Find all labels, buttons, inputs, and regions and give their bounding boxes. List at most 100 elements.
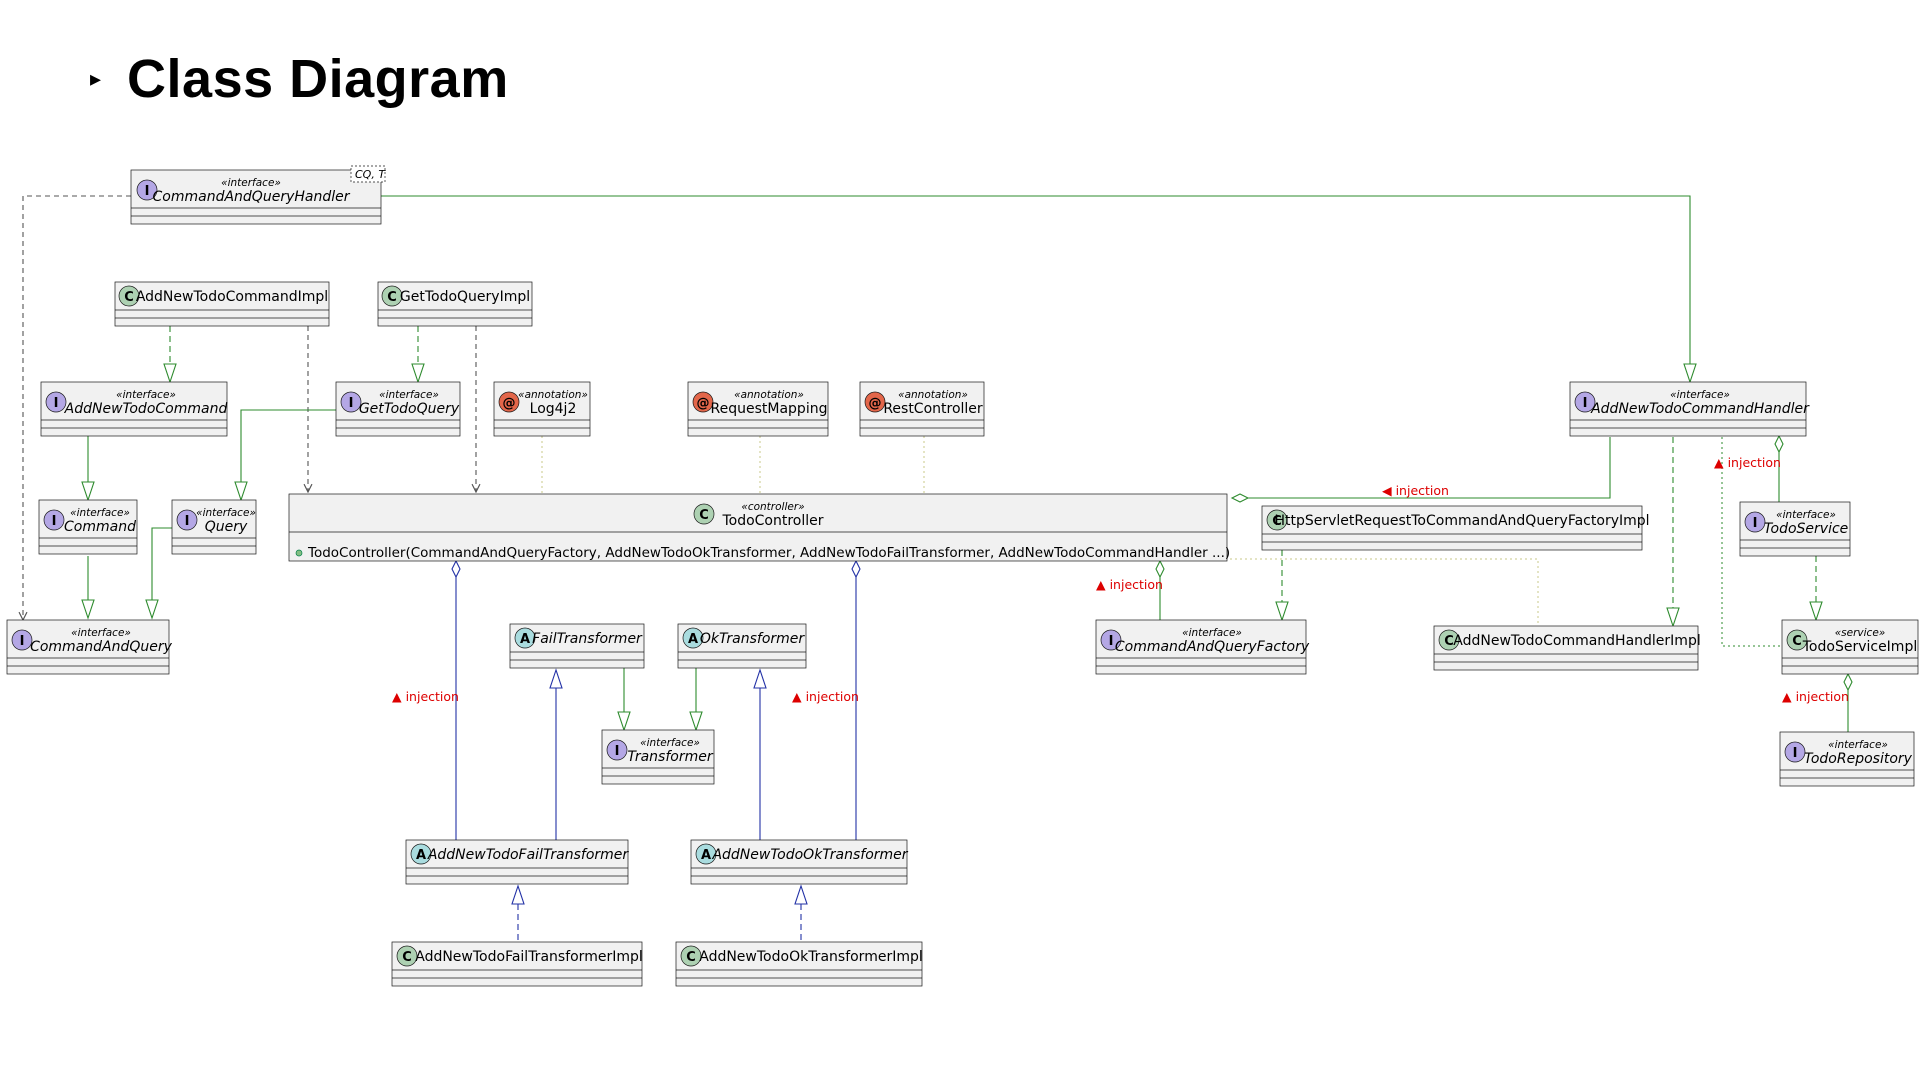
class-fail-transformer[interactable]: A FailTransformer [509, 623, 645, 669]
class-rest-controller[interactable]: @ «annotation» RestController [859, 381, 985, 437]
class-name: TodoService [1764, 521, 1849, 537]
page-title: Class Diagram [127, 49, 509, 109]
abstract-glyph: A [416, 848, 426, 863]
class-log4j2[interactable]: @ «annotation» Log4j2 [493, 381, 591, 437]
realization-arrowhead [1666, 607, 1680, 628]
class-command-and-query-handler[interactable]: I «interface» CommandAndQueryHandler CQ,… [130, 165, 386, 225]
generic-params-box [350, 165, 386, 183]
realization-arrowhead [1683, 363, 1697, 384]
aggregation-diamond [851, 559, 861, 579]
class-command-and-query[interactable]: I «interface» CommandAndQuery [6, 619, 173, 675]
relation-labels: ◀ injection ▲ injection ▲ injection ▲ in… [392, 455, 1849, 704]
class-todo-service-impl[interactable]: C «service» TodoServiceImpl [1781, 619, 1919, 675]
aggregation-diamond [1155, 559, 1165, 579]
class-name: AddNewTodoFailTransformer [427, 847, 630, 863]
realization-line [240, 409, 336, 482]
class-add-new-todo-command-impl[interactable]: C AddNewTodoCommandImpl [114, 281, 330, 327]
interface-glyph: I [145, 184, 150, 199]
class-member: TodoController(CommandAndQueryFactory, A… [307, 545, 1230, 561]
realization-arrowhead [163, 363, 177, 384]
class-name: GetTodoQueryImpl [400, 289, 530, 305]
class-add-new-todo-command-handler-impl[interactable]: C AddNewTodoCommandHandlerImpl [1433, 625, 1701, 671]
class-stereotype: «interface» [221, 177, 281, 189]
injection-label: ▲ injection [1096, 577, 1163, 592]
class-stereotype: «annotation» [898, 389, 968, 401]
class-name: AddNewTodoCommandImpl [136, 289, 328, 305]
class-add-new-todo-fail-transformer[interactable]: A AddNewTodoFailTransformer [405, 839, 630, 885]
class-name: CommandAndQueryHandler [153, 189, 351, 205]
class-command[interactable]: I «interface» Command [38, 499, 138, 555]
injection-label: ▲ injection [392, 689, 459, 704]
aggregation-diamond [1843, 672, 1853, 692]
realization-arrowhead [234, 481, 248, 502]
class-add-new-todo-command[interactable]: I «interface» AddNewTodoCommand [40, 381, 227, 437]
abstract-glyph: A [688, 632, 698, 647]
injection-label: ▲ injection [1782, 689, 1849, 704]
interface-icon [606, 739, 628, 761]
realization-arrowhead [81, 599, 95, 620]
class-request-mapping[interactable]: @ «annotation» RequestMapping [687, 381, 829, 437]
class-add-new-todo-command-handler[interactable]: I «interface» AddNewTodoCommandHandler [1569, 381, 1810, 437]
class-name: OkTransformer [700, 631, 806, 647]
annotation-icon [692, 391, 714, 413]
public-method-icon [295, 549, 303, 557]
class-icon [680, 945, 702, 967]
class-name: RequestMapping [711, 401, 828, 417]
interface-icon [43, 509, 65, 531]
class-name: Command [64, 519, 136, 535]
aggregation-diamond [1230, 493, 1250, 503]
class-todo-service[interactable]: I «interface» TodoService [1739, 501, 1851, 557]
class-name: Log4j2 [530, 401, 577, 417]
class-add-new-todo-ok-transformer[interactable]: A AddNewTodoOkTransformer [690, 839, 909, 885]
class-http-servlet-factory-impl[interactable]: C HttpServletRequestToCommandAndQueryFac… [1261, 505, 1650, 551]
class-get-todo-query-impl[interactable]: C GetTodoQueryImpl [377, 281, 533, 327]
class-name: FailTransformer [532, 631, 643, 647]
class-get-todo-query[interactable]: I «interface» GetTodoQuery [335, 381, 461, 437]
class-name: AddNewTodoCommandHandlerImpl [1453, 633, 1700, 649]
class-stereotype: «interface» [116, 389, 176, 401]
annotation-glyph: @ [697, 396, 710, 411]
realization-line [151, 527, 172, 600]
extension-arrowhead [549, 668, 563, 689]
class-name: AddNewTodoOkTransformer [711, 847, 908, 863]
class-transformer[interactable]: I «interface» Transformer [601, 729, 715, 785]
class-command-and-query-factory[interactable]: I «interface» CommandAndQueryFactory [1095, 619, 1310, 675]
interface-glyph: I [1109, 634, 1114, 649]
class-glyph: C [1444, 634, 1454, 649]
class-add-new-todo-ok-transformer-impl[interactable]: C AddNewTodoOkTransformerImpl [675, 941, 923, 987]
realization-arrowhead [411, 363, 425, 384]
class-todo-repository[interactable]: I «interface» TodoRepository [1779, 731, 1915, 787]
bullet-icon: ▸ [90, 66, 102, 92]
interface-icon [1574, 391, 1596, 413]
aggregation-line [1232, 437, 1611, 499]
interface-glyph: I [349, 396, 354, 411]
class-stereotype: «interface» [71, 627, 131, 639]
interface-icon [1744, 511, 1766, 533]
class-glyph: C [686, 950, 696, 965]
annotation-glyph: @ [869, 396, 882, 411]
realization-arrowhead [617, 711, 631, 732]
realization-line [381, 195, 1691, 364]
class-stereotype: «controller» [741, 501, 804, 513]
class-add-new-todo-fail-transformer-impl[interactable]: C AddNewTodoFailTransformerImpl [391, 941, 643, 987]
class-icon [381, 285, 403, 307]
class-glyph: C [1792, 634, 1802, 649]
class-name: AddNewTodoCommandHandler [1590, 401, 1810, 417]
class-todo-controller[interactable]: C «controller» TodoController TodoContro… [288, 493, 1230, 562]
realization-arrowhead [1809, 601, 1823, 622]
class-name: AddNewTodoOkTransformerImpl [699, 949, 923, 965]
class-stereotype: «interface» [70, 507, 130, 519]
interface-icon [1784, 741, 1806, 763]
class-stereotype: «annotation» [518, 389, 588, 401]
annotation-glyph: @ [503, 396, 516, 411]
class-ok-transformer[interactable]: A OkTransformer [677, 623, 807, 669]
class-stereotype: «annotation» [734, 389, 804, 401]
class-name: CommandAndQuery [30, 639, 173, 655]
interface-icon [45, 391, 67, 413]
class-stereotype: «interface» [640, 737, 700, 749]
class-stereotype: «service» [1835, 627, 1886, 639]
class-query[interactable]: I «interface» Query [171, 499, 257, 555]
abstract-glyph: A [520, 632, 530, 647]
realization-arrowhead [145, 599, 159, 620]
